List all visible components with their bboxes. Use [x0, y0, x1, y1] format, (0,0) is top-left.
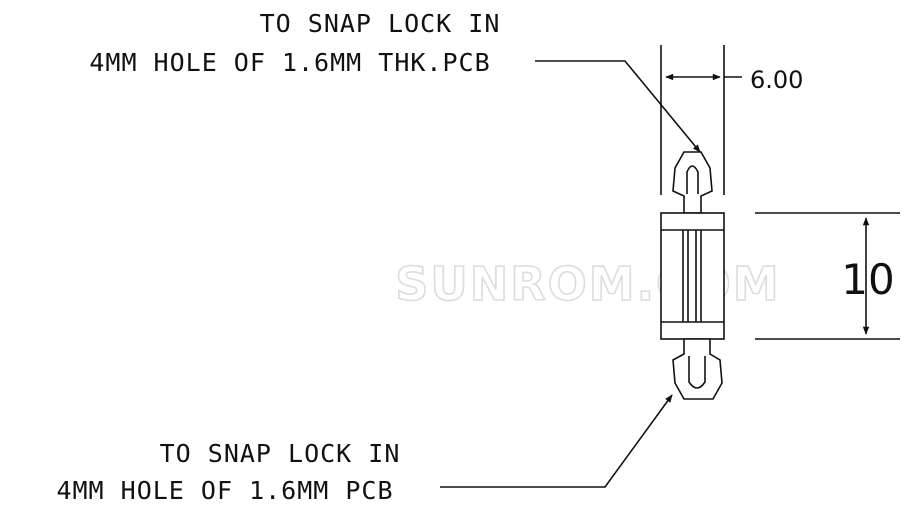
top-note-line-2: 4MM HOLE OF 1.6MM THK.PCB	[89, 48, 490, 77]
width-dimension	[660, 45, 742, 195]
height-dimension	[755, 212, 900, 340]
bottom-leader-line	[440, 394, 673, 488]
bottom-snap-lock	[672, 338, 723, 400]
top-leader-line	[535, 60, 701, 153]
pcb-spacer-part	[660, 151, 725, 400]
top-snap-lock-slot	[686, 165, 699, 194]
bottom-note-line-1: TO SNAP LOCK IN	[160, 439, 401, 468]
width-dimension-label: 6.00	[750, 66, 803, 94]
top-note-line-1: TO SNAP LOCK IN	[260, 9, 501, 38]
bottom-note-line-2: 4MM HOLE OF 1.6MM PCB	[56, 476, 393, 505]
height-dimension-label: 10	[841, 255, 894, 304]
spacer-body	[660, 212, 725, 340]
bottom-snap-lock-slot	[688, 356, 706, 389]
top-snap-lock	[672, 151, 713, 214]
